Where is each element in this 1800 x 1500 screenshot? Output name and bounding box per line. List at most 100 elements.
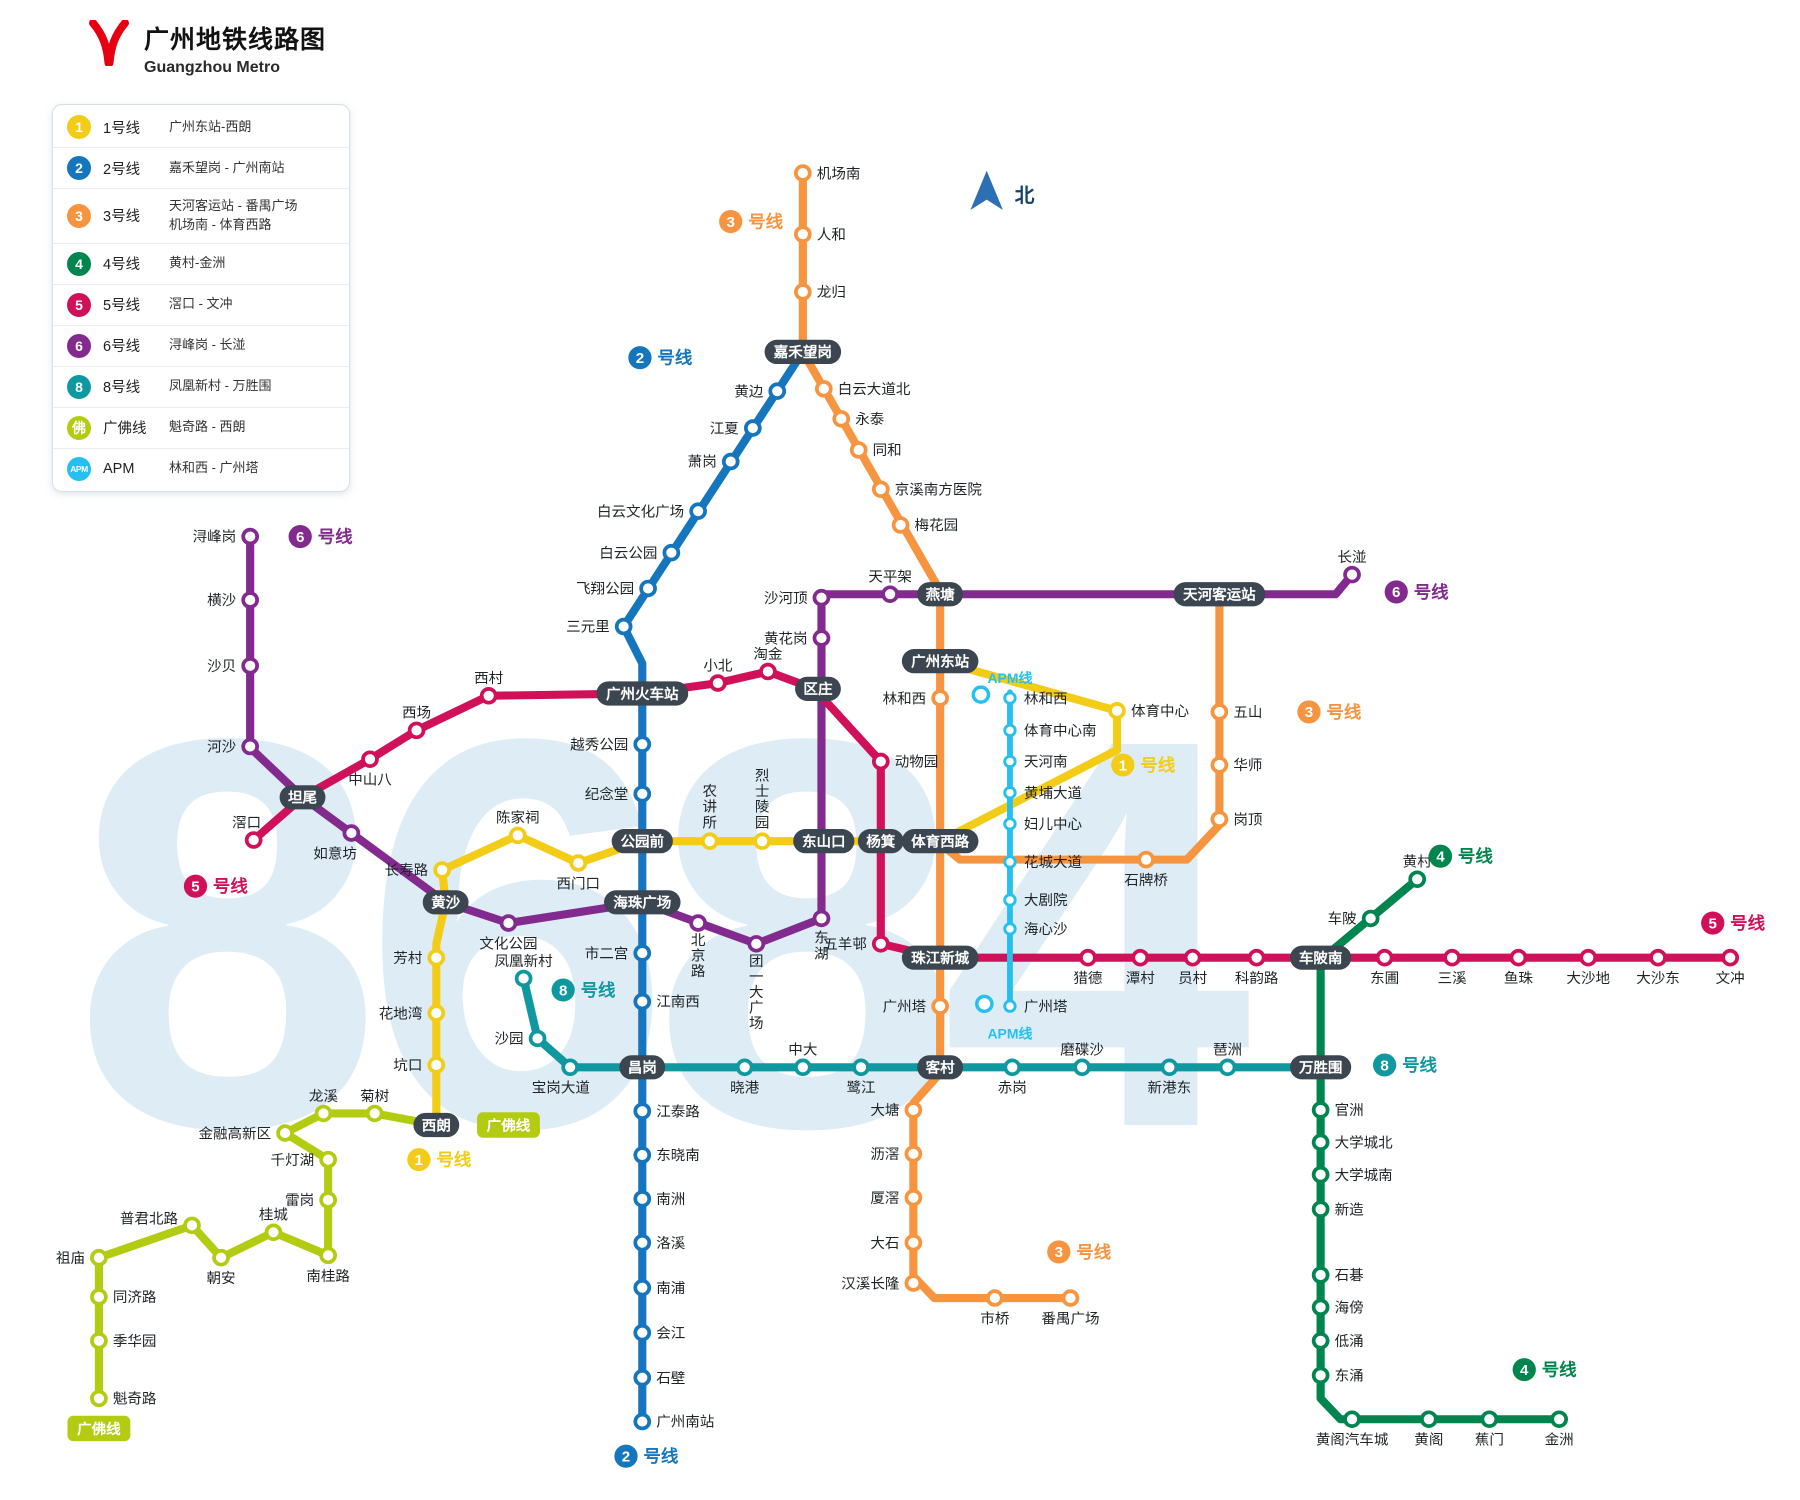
line-number-badge-3 [1047, 1240, 1071, 1264]
station-label-低涌: 低涌 [1335, 1333, 1364, 1350]
interchange-label-海珠广场: 海珠广场 [613, 894, 671, 912]
station-label-员村: 员村 [1178, 970, 1207, 987]
station-label-坑口: 坑口 [393, 1057, 422, 1074]
station-广州塔 [1003, 999, 1017, 1013]
station-label-洛溪: 洛溪 [656, 1235, 685, 1252]
station-label-农讲所: 农 [702, 783, 717, 800]
line-badge-number: 3 [1305, 704, 1313, 721]
station-label-烈士陵园: 烈 [755, 768, 770, 785]
legend-line-badge-icon: 5 [67, 292, 91, 317]
station-label-黄村: 黄村 [1403, 854, 1432, 871]
station-label-如意坊: 如意坊 [313, 845, 357, 863]
station-河沙 [241, 737, 260, 756]
line-number-badge-8 [1372, 1053, 1397, 1077]
station-label-猎德: 猎德 [1073, 970, 1102, 987]
interchange-station-杨箕 [857, 829, 904, 854]
station-桂城 [264, 1223, 283, 1242]
legend-line-badge-icon: 2 [67, 156, 91, 180]
station-label-花城大道: 花城大道 [1024, 854, 1082, 871]
line-badge-number: 6 [1392, 584, 1400, 601]
legend-line-name: 广佛线 [103, 421, 147, 438]
line-badge-number: 1 [1119, 757, 1127, 774]
station-label-京溪南方医院: 京溪南方医院 [895, 481, 982, 498]
north-label: 北 [1015, 185, 1035, 207]
station-label-科韵路: 科韵路 [1235, 970, 1279, 987]
station-新造 [1311, 1200, 1330, 1218]
line-badge-number: 3 [726, 214, 734, 231]
station-花地湾 [427, 1004, 446, 1022]
station-石碁 [1311, 1266, 1330, 1284]
line-badge-suffix: 号线 [1326, 702, 1362, 722]
line-badge-suffix: 号线 [1076, 1242, 1112, 1262]
line-badge-suffix: 号线 [657, 348, 693, 368]
station-label-会江: 会江 [656, 1325, 685, 1342]
station-label-东涌: 东涌 [1335, 1368, 1364, 1385]
station-坑口 [427, 1056, 446, 1074]
station-白云文化广场 [689, 502, 707, 520]
interchange-label-体育西路: 体育西路 [911, 833, 970, 851]
station-淘金 [759, 662, 777, 681]
station-label-团一大广场: 广 [749, 1000, 764, 1017]
station-label-大剧院: 大剧院 [1024, 892, 1068, 909]
line-badge-suffix: 号线 [748, 212, 784, 232]
station-体育中心 [1108, 702, 1126, 720]
legend-line-termini: 魁奇路 - 西朗 [169, 419, 246, 435]
station-label-妇儿中心: 妇儿中心 [1024, 816, 1082, 833]
station-祖庙 [90, 1248, 108, 1267]
station-琶洲 [1218, 1058, 1237, 1077]
station-西场 [407, 721, 426, 740]
station-龙溪 [314, 1104, 333, 1123]
station-朝安 [212, 1248, 230, 1267]
station-如意坊 [342, 824, 361, 842]
apm-terminal-loop-icon [975, 994, 994, 1014]
interchange-label-客村: 客村 [925, 1059, 956, 1077]
legend-line-termini: 凤凰新村 - 万胜围 [169, 378, 272, 394]
interchange-station-珠江新城 [901, 945, 979, 970]
station-label-海心沙: 海心沙 [1024, 921, 1068, 938]
station-白云大道北 [814, 380, 833, 398]
line-number-badge-4 [1428, 844, 1453, 868]
station-label-番禺广场: 番禺广场 [1041, 1311, 1099, 1328]
interchange-label-东山口: 东山口 [802, 833, 846, 851]
legend-line-name: APM [103, 460, 135, 477]
station-label-晓港: 晓港 [730, 1080, 760, 1097]
station-车陂 [1361, 909, 1380, 928]
station-label-磨碟沙: 磨碟沙 [1060, 1042, 1104, 1059]
station-label-永泰: 永泰 [855, 411, 885, 428]
station-花城大道 [1003, 855, 1017, 869]
station-天河南 [1003, 754, 1017, 769]
line-number-badge-1 [1111, 753, 1135, 777]
line-number-badge-2 [628, 346, 652, 370]
station-沥滘 [904, 1145, 923, 1163]
interchange-label-天河客运站: 天河客运站 [1183, 586, 1256, 604]
station-label-滘口: 滘口 [232, 814, 261, 831]
station-label-团一大广场: 团 [749, 954, 764, 970]
legend-line-name: 4号线 [103, 257, 141, 274]
station-label-华师: 华师 [1233, 757, 1262, 774]
station-label-石壁: 石壁 [656, 1370, 685, 1387]
station-磨碟沙 [1073, 1058, 1091, 1077]
station-天平架 [881, 585, 899, 603]
station-label-五羊邨: 五羊邨 [823, 936, 867, 953]
station-蕉门 [1480, 1410, 1499, 1428]
line-line2-path1 [619, 347, 807, 1426]
station-南浦 [633, 1278, 652, 1297]
station-鱼珠 [1509, 948, 1528, 967]
interchange-station-天河客运站 [1173, 582, 1266, 607]
station-label-团一大广场: 场 [749, 1015, 764, 1032]
station-label-同济路: 同济路 [113, 1289, 157, 1306]
station-沙河顶 [812, 588, 831, 607]
interchange-station-昌岗 [619, 1055, 666, 1080]
station-凤凰新村 [514, 969, 533, 988]
line-number-badge-8 [551, 978, 575, 1002]
station-菊树 [365, 1104, 384, 1123]
station-label-三元里: 三元里 [566, 620, 610, 636]
line-badge-number: 6 [296, 529, 304, 546]
guangfo-badge-label: 广佛线 [487, 1116, 531, 1134]
line-badge-number: 4 [1436, 849, 1445, 866]
station-京溪南方医院 [871, 480, 890, 498]
station-中大 [794, 1058, 812, 1077]
